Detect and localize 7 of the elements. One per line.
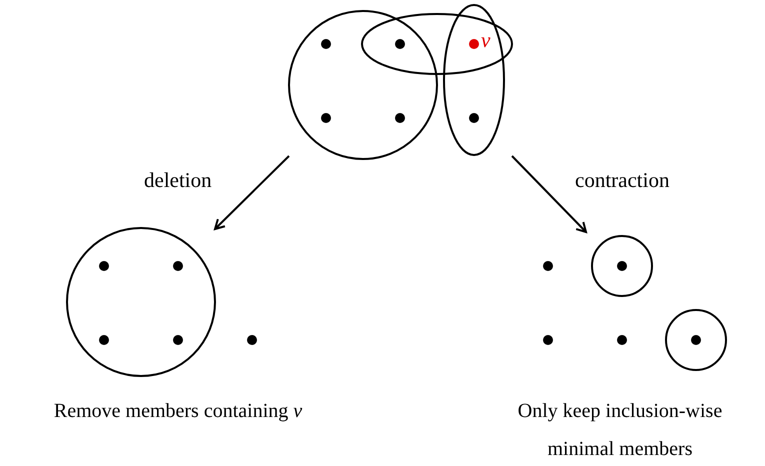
edge-label: deletion xyxy=(144,168,212,193)
vertex-label: v xyxy=(481,28,490,54)
arrow xyxy=(214,155,290,230)
node-label: Remove members containing v xyxy=(52,399,304,424)
arrow xyxy=(511,155,587,233)
edge-label: contraction xyxy=(575,168,670,193)
node-label: Only keep inclusion-wise minimal members xyxy=(516,399,724,462)
